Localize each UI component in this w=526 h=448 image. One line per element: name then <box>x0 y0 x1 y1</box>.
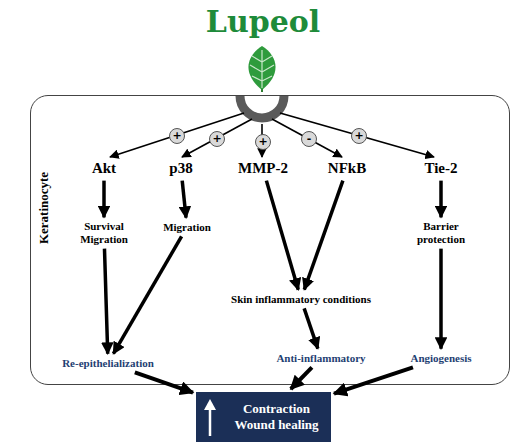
outcome-label: Re-epithelialization <box>62 357 154 370</box>
node-text: Skin inflammatory conditions <box>231 293 371 306</box>
title: Lupeol <box>0 4 526 39</box>
node-text: Survival Migration <box>68 220 140 245</box>
increase-arrow-shaft <box>209 408 212 436</box>
regulation-sign: + <box>351 128 367 144</box>
regulation-sign: + <box>255 134 271 150</box>
effect-label: Survival Migration <box>68 220 140 245</box>
outcome-label: Anti-inflammatory <box>276 352 365 365</box>
node-text: MMP-2 <box>238 160 288 177</box>
regulation-sign: + <box>169 128 185 144</box>
molecule-label: MMP-2 <box>238 160 288 177</box>
effect-label: Barrier protection <box>401 220 481 245</box>
node-text: p38 <box>169 160 192 177</box>
cell-label: Keratinocyte <box>36 172 52 244</box>
node-text: Akt <box>92 160 116 177</box>
result-box: Contraction Wound healing <box>196 392 331 442</box>
node-text: Contraction Wound healing <box>222 401 331 432</box>
node-text: Anti-inflammatory <box>276 352 365 365</box>
node-text: Re-epithelialization <box>62 357 154 370</box>
node-text: NFkB <box>328 160 366 177</box>
node-text: Migration <box>163 221 211 234</box>
node-text: Tie-2 <box>424 160 457 177</box>
leaf-veins <box>250 50 274 88</box>
connector-arrow <box>439 249 443 349</box>
effect-label: Skin inflammatory conditions <box>231 293 371 306</box>
molecule-label: p38 <box>169 160 192 177</box>
effect-label: Migration <box>163 221 211 234</box>
regulation-sign: - <box>301 131 317 147</box>
molecule-label: NFkB <box>328 160 366 177</box>
connector-arrow <box>102 181 106 218</box>
outcome-label: Angiogenesis <box>410 352 471 365</box>
connector-arrow <box>439 181 443 218</box>
molecule-label: Akt <box>92 160 116 177</box>
node-text: Barrier protection <box>401 220 481 245</box>
molecule-label: Tie-2 <box>424 160 457 177</box>
regulation-sign: + <box>209 131 225 147</box>
node-text: Angiogenesis <box>410 352 471 365</box>
leaf-icon <box>248 46 275 90</box>
